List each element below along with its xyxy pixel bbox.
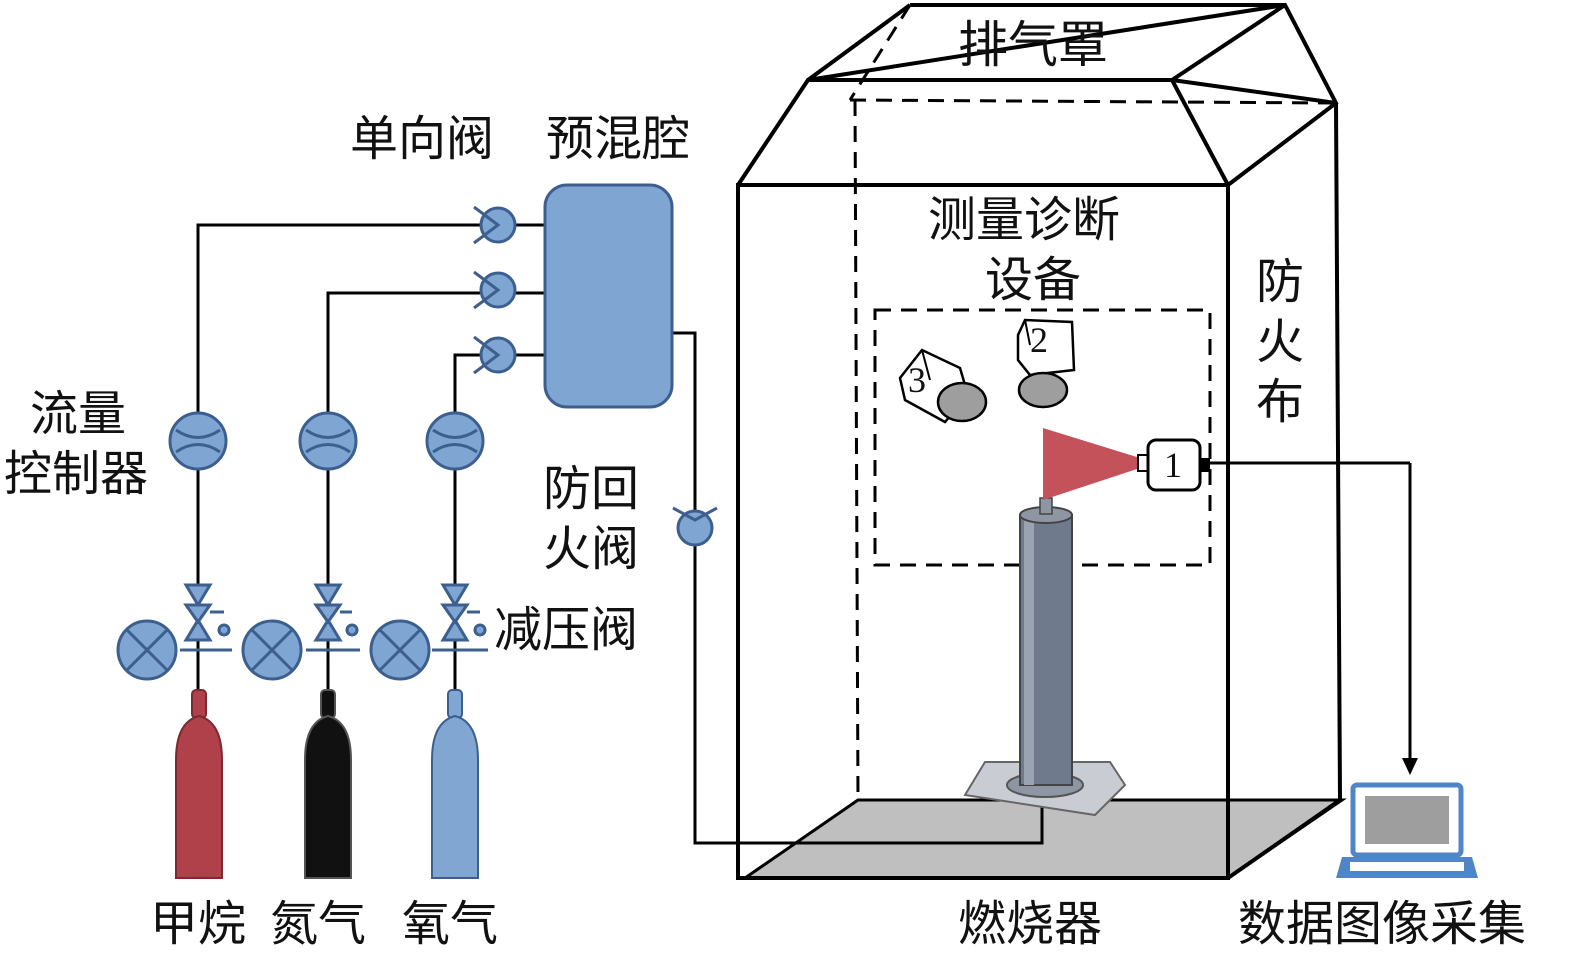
data-acquisition-label: 数据图像采集 [1238,896,1526,952]
flow-controller-2 [298,411,358,471]
device-1-number: 1 [1164,445,1182,485]
burner-label: 燃烧器 [958,896,1102,952]
device-2-number: 2 [1030,320,1048,360]
measurement-label-1: 测量诊断 [928,192,1120,248]
flashback-valve-label-1: 防回 [543,461,639,517]
oxygen-cylinder [431,689,479,879]
fire-cloth-label-1: 防 [1256,254,1304,310]
fire-cloth-label-2: 火 [1256,314,1304,370]
premix-chamber [543,183,674,409]
nitrogen-cylinder [304,689,352,879]
exhaust-hood-label: 排气罩 [958,16,1108,74]
oxygen-label: 氧气 [402,896,498,952]
front-frame [736,183,1230,880]
flashback-arrestor-valve [672,506,718,547]
fire-cloth-label-3: 布 [1256,374,1304,430]
device-1-laser [1146,438,1418,775]
methane-cylinder [175,689,223,879]
reducing-valve-1 [116,583,232,681]
flow-controllers [168,411,485,471]
pressure-reducing-valve-label: 减压阀 [494,602,638,658]
laptop-icon [1336,782,1478,878]
device-3-number: 3 [908,360,926,400]
pressure-reducing-valves [116,583,488,681]
flashback-valve-label-2: 火阀 [543,521,639,577]
device-3-camera [898,348,988,424]
premix-chamber-label: 预混腔 [546,111,690,167]
burner [963,497,1127,817]
arrow-head [1402,758,1418,775]
check-valve-3 [473,335,517,375]
check-valve-2 [473,270,517,310]
device-2-camera [1016,318,1076,409]
flow-controller-1 [168,411,228,471]
flow-controller-label-1: 流量 [30,386,126,442]
gas-cylinders [175,689,479,879]
methane-label: 甲烷 [150,896,246,952]
reducing-valve-3 [369,583,488,681]
flow-controller-3 [425,411,485,471]
check-valve-label: 单向阀 [350,111,494,167]
gas-lines [196,223,1044,870]
laser-sheet [1043,428,1140,500]
reducing-valve-2 [241,583,360,681]
flow-controller-label-2: 控制器 [4,446,148,502]
measurement-label-2: 设备 [985,252,1081,308]
nitrogen-label: 氮气 [270,896,366,952]
check-valves [473,205,517,375]
check-valve-1 [473,205,517,245]
